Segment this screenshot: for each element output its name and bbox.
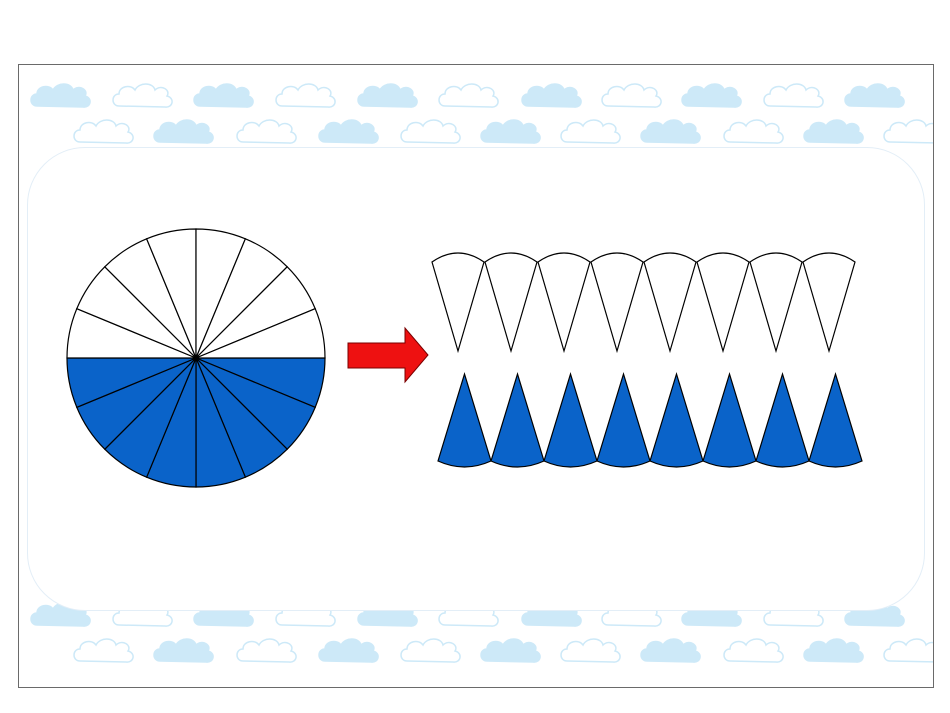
cloud-shape bbox=[357, 83, 418, 108]
arrow bbox=[347, 326, 429, 384]
cloud-shape bbox=[153, 638, 214, 663]
cloud-shape bbox=[438, 83, 499, 108]
white-sector-piece bbox=[749, 252, 803, 354]
cloud-shape bbox=[883, 119, 933, 144]
blue-sector-piece bbox=[649, 371, 704, 468]
blue-sector-piece bbox=[437, 371, 492, 468]
blue-sector-piece bbox=[755, 371, 810, 468]
cloud-shape bbox=[153, 119, 214, 144]
cloud-shape bbox=[480, 119, 541, 144]
cloud-shape bbox=[883, 638, 933, 663]
blue-sector-piece bbox=[596, 371, 651, 468]
cloud-shape bbox=[521, 83, 582, 108]
right-arrow-icon bbox=[347, 326, 429, 384]
blue-sector-piece bbox=[702, 371, 757, 468]
cloud-shape bbox=[236, 119, 297, 144]
cloud-shape bbox=[480, 638, 541, 663]
white-sector-piece bbox=[431, 252, 485, 354]
cloud-shape bbox=[803, 638, 864, 663]
cloud-shape bbox=[318, 119, 379, 144]
cloud-shape bbox=[30, 83, 91, 108]
cloud-background bbox=[30, 83, 933, 663]
cloud-shape bbox=[275, 83, 336, 108]
blue-sector-row bbox=[437, 371, 863, 468]
white-sector-piece bbox=[802, 252, 856, 354]
cloud-shape bbox=[400, 638, 461, 663]
blue-sector-piece bbox=[808, 371, 863, 468]
cloud-shape bbox=[640, 119, 701, 144]
white-sector-piece bbox=[484, 252, 538, 354]
circle-sector-white bbox=[195, 307, 326, 359]
cloud-shape bbox=[400, 119, 461, 144]
cloud-shape bbox=[560, 638, 621, 663]
blue-sector-piece bbox=[543, 371, 598, 468]
white-sector-piece bbox=[590, 252, 644, 354]
cloud-shape bbox=[723, 638, 784, 663]
cloud-shape bbox=[723, 119, 784, 144]
white-sector-piece bbox=[643, 252, 697, 354]
cloud-shape bbox=[844, 83, 905, 108]
cloud-shape bbox=[73, 638, 134, 663]
cloud-shape bbox=[193, 83, 254, 108]
cloud-shape bbox=[681, 83, 742, 108]
cloud-shape bbox=[112, 83, 173, 108]
cloud-shape bbox=[640, 638, 701, 663]
white-sector-piece bbox=[696, 252, 750, 354]
cloud-shape bbox=[763, 83, 824, 108]
white-sector-piece bbox=[537, 252, 591, 354]
cloud-shape bbox=[236, 638, 297, 663]
white-sector-row bbox=[431, 252, 856, 354]
blue-sector-piece bbox=[490, 371, 545, 468]
cloud-shape bbox=[803, 119, 864, 144]
divided-circle bbox=[66, 228, 326, 488]
cloud-shape bbox=[601, 83, 662, 108]
cloud-shape bbox=[318, 638, 379, 663]
cloud-shape bbox=[560, 119, 621, 144]
cloud-shape bbox=[73, 119, 134, 144]
